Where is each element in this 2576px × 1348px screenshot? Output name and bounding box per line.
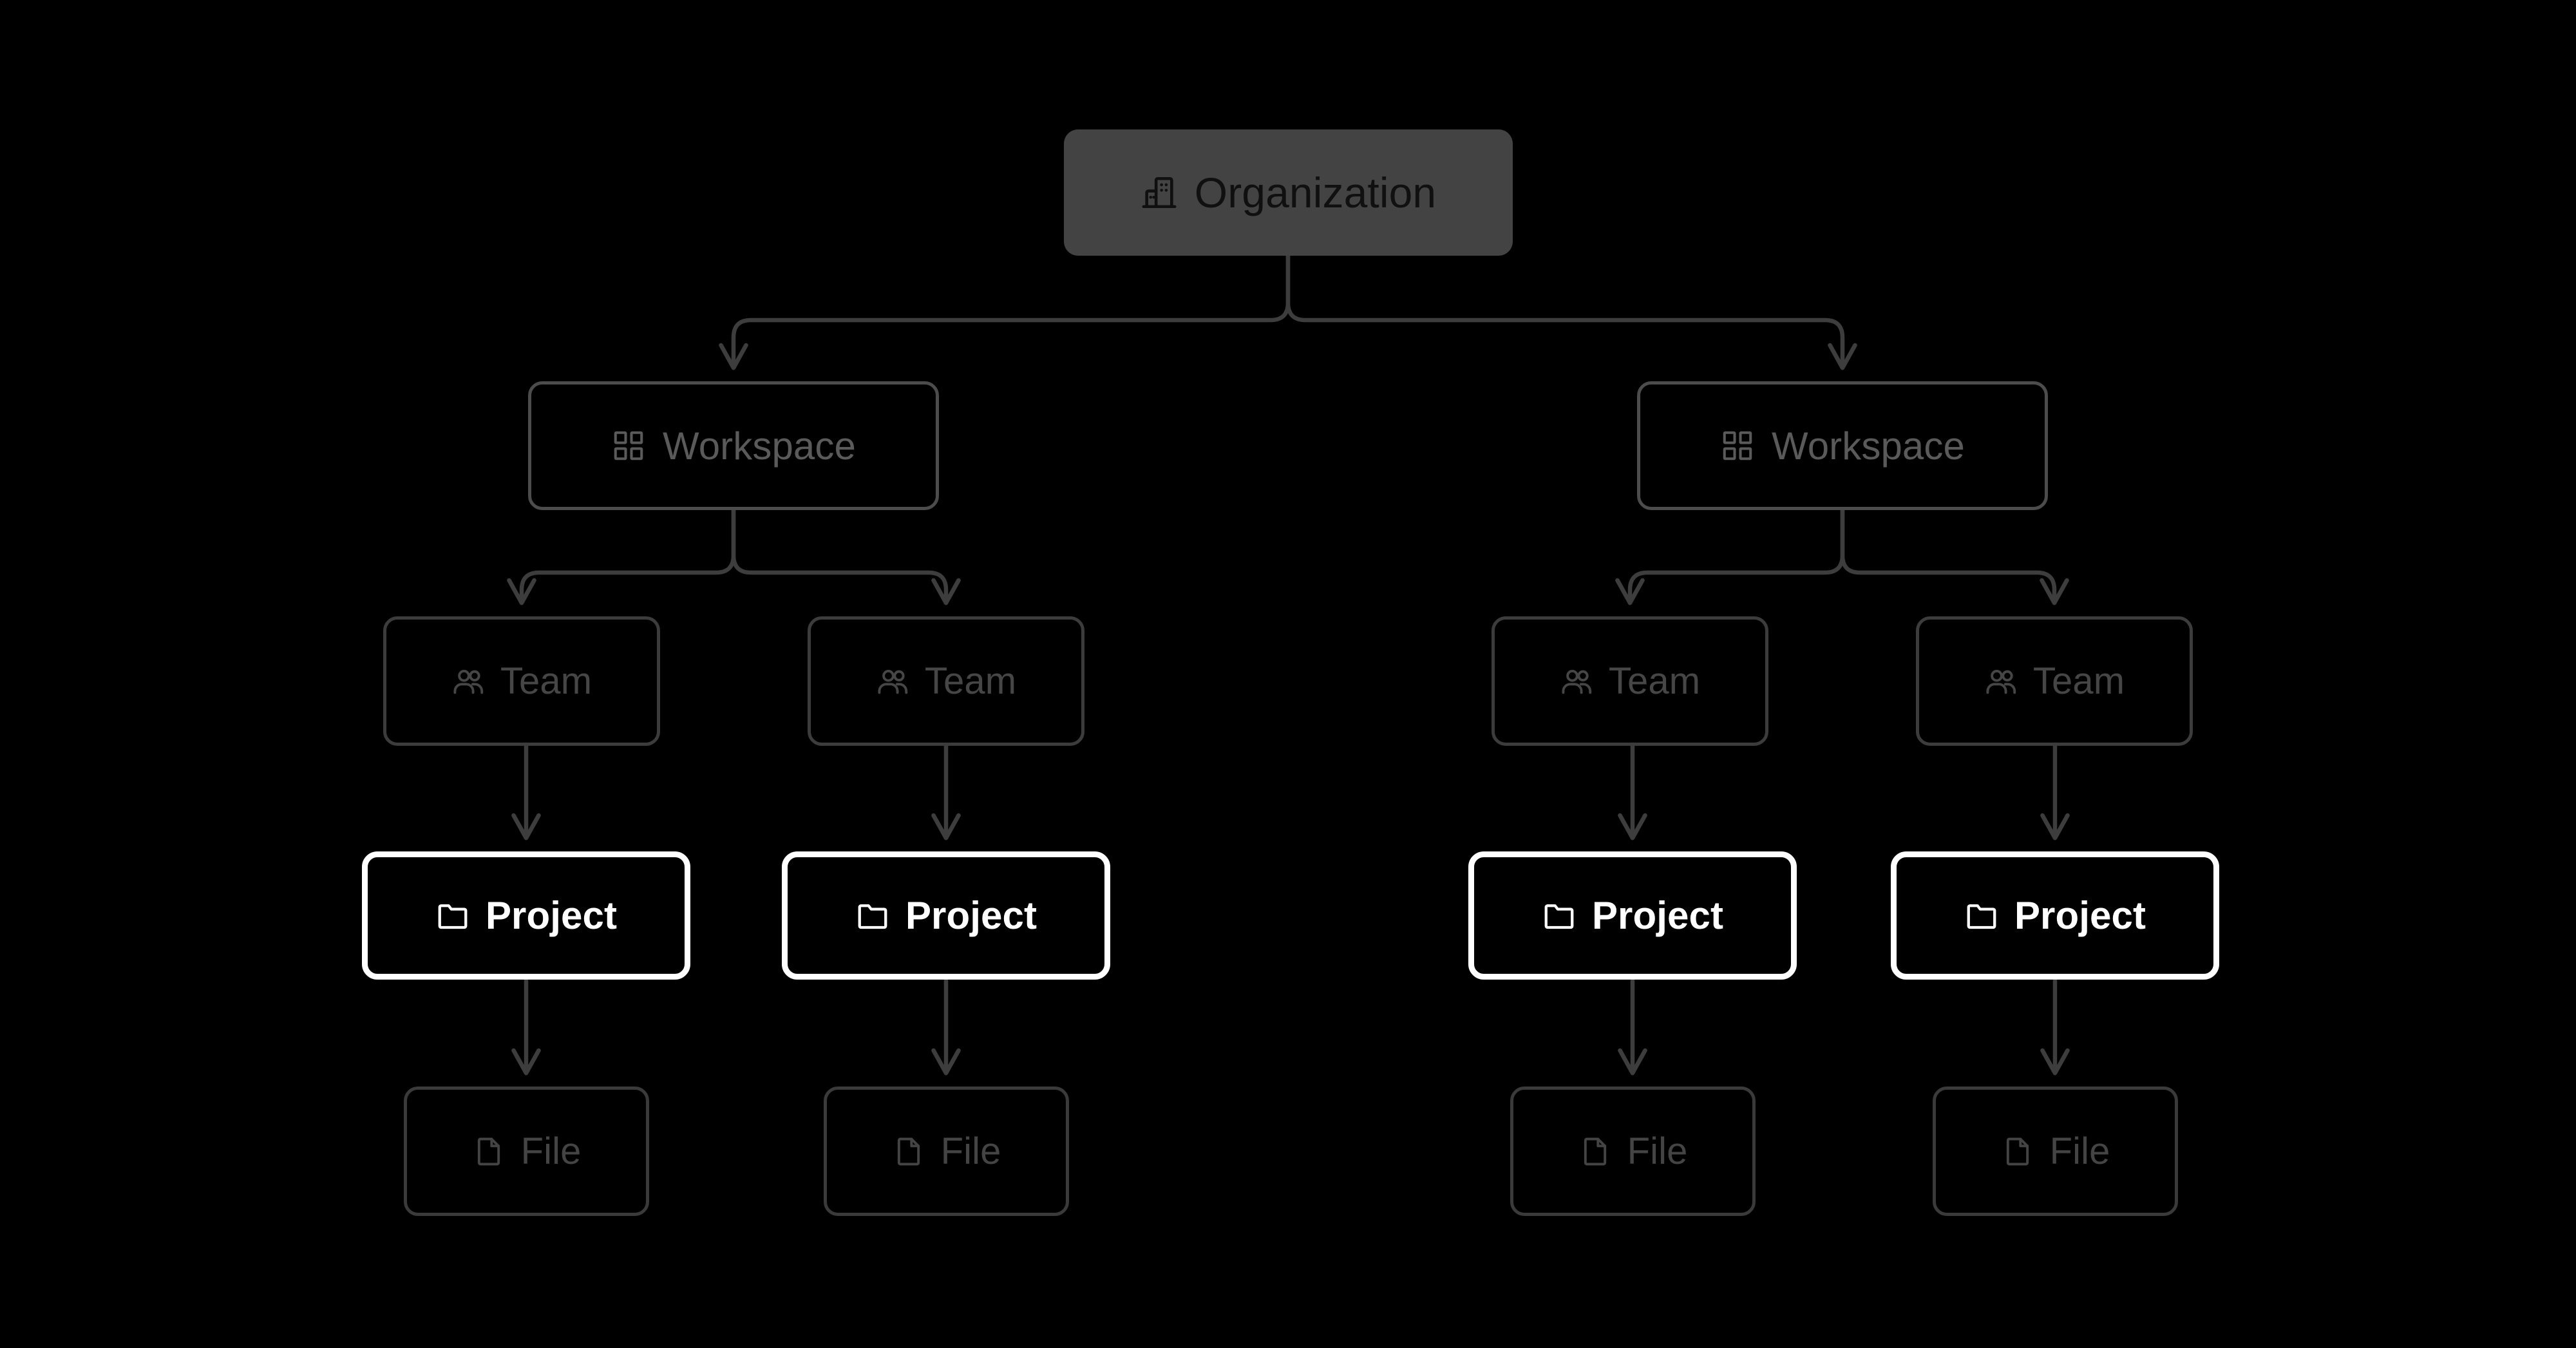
node-label: Team: [500, 660, 592, 702]
node-label: Project: [1591, 894, 1724, 937]
node-file-4[interactable]: File: [1933, 1087, 2178, 1216]
node-label: Workspace: [663, 424, 856, 468]
node-label: File: [520, 1130, 582, 1172]
node-label: File: [940, 1130, 1001, 1172]
edge-workspace-1-to-team-2: [731, 508, 961, 605]
node-file-3[interactable]: File: [1510, 1087, 1756, 1216]
node-label: Team: [2032, 660, 2125, 702]
node-project-3[interactable]: Project: [1468, 851, 1797, 980]
node-label: File: [1627, 1130, 1688, 1172]
node-team-2[interactable]: Team: [808, 616, 1084, 746]
edge-workspace-2-to-team-3: [1615, 508, 1845, 605]
node-workspace-2[interactable]: Workspace: [1637, 381, 2048, 510]
building-icon: [1141, 174, 1178, 211]
edge-workspace-2-to-team-4: [1840, 508, 2069, 605]
users-icon: [1984, 665, 2018, 698]
node-organization[interactable]: Organization: [1064, 129, 1513, 256]
node-label: Workspace: [1772, 424, 1965, 468]
node-file-2[interactable]: File: [824, 1087, 1069, 1216]
document-icon: [2001, 1135, 2034, 1168]
node-team-3[interactable]: Team: [1492, 616, 1768, 746]
users-icon: [876, 665, 909, 698]
users-icon: [451, 665, 485, 698]
node-project-4[interactable]: Project: [1891, 851, 2219, 980]
edge-org-to-workspace-2: [1285, 253, 1857, 370]
document-icon: [472, 1135, 506, 1168]
users-icon: [1560, 665, 1593, 698]
node-label: Project: [905, 894, 1037, 937]
node-label: Project: [2014, 894, 2146, 937]
edge-workspace-1-to-team-1: [507, 508, 736, 605]
node-file-1[interactable]: File: [404, 1087, 649, 1216]
node-workspace-1[interactable]: Workspace: [528, 381, 939, 510]
folder-icon: [1964, 898, 1999, 933]
grid-icon: [611, 428, 646, 463]
node-team-1[interactable]: Team: [383, 616, 660, 746]
node-label: Project: [485, 894, 618, 937]
edge-org-to-workspace-1: [719, 253, 1291, 370]
folder-icon: [855, 898, 890, 933]
node-project-2[interactable]: Project: [782, 851, 1110, 980]
node-label: Organization: [1194, 169, 1437, 216]
grid-icon: [1720, 428, 1755, 463]
node-team-4[interactable]: Team: [1916, 616, 2193, 746]
node-project-1[interactable]: Project: [362, 851, 690, 980]
node-label: File: [2049, 1130, 2110, 1172]
folder-icon: [1542, 898, 1577, 933]
document-icon: [892, 1135, 925, 1168]
document-icon: [1578, 1135, 1612, 1168]
node-label: Team: [1608, 660, 1701, 702]
folder-icon: [435, 898, 470, 933]
node-label: Team: [924, 660, 1017, 702]
